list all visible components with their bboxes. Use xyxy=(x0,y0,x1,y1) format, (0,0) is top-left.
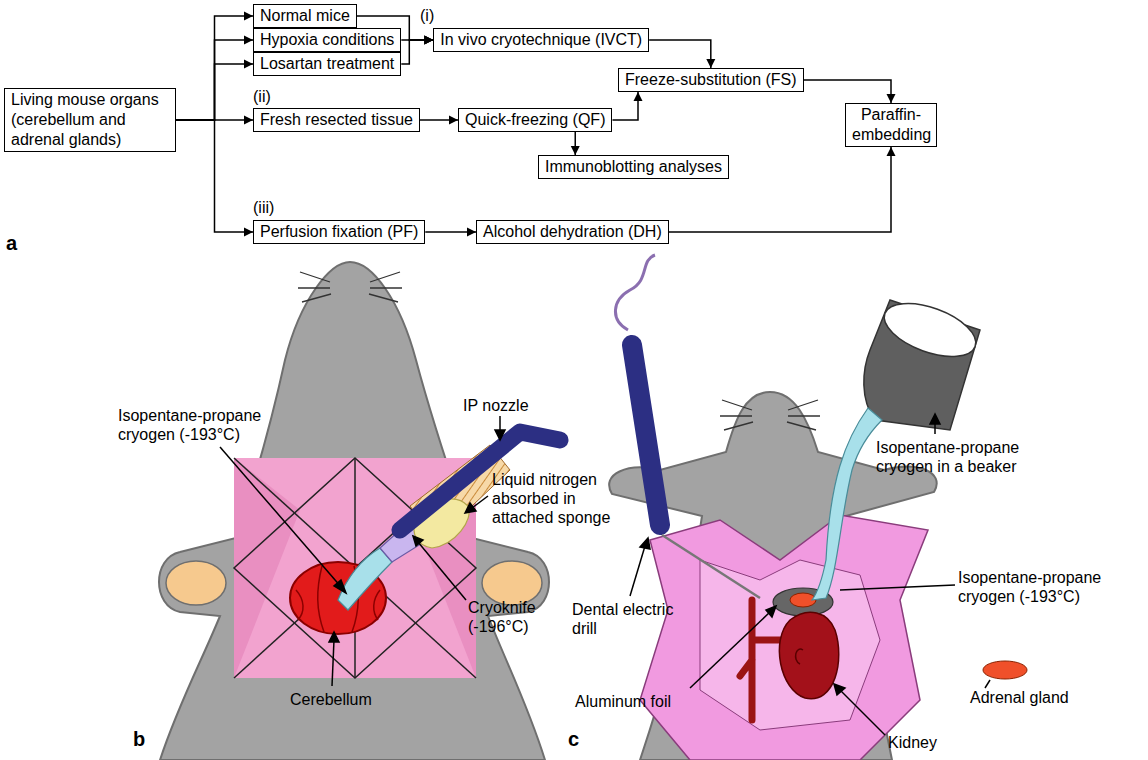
flow-arrow xyxy=(804,80,891,103)
callout-label: Liquid nitrogen absorbed in attached spo… xyxy=(492,470,627,527)
box-text: Perfusion fixation (PF) xyxy=(260,222,418,242)
process-box: Alcohol dehydration (DH) xyxy=(476,220,669,244)
flow-arrow xyxy=(401,40,433,64)
callout-label: Isopentane-propane cryogen in a beaker xyxy=(876,438,1051,476)
leader-lines-b xyxy=(220,416,505,686)
flow-arrow xyxy=(176,40,253,120)
callout-label: Isopentane-propane cryogen (-193°C) xyxy=(958,568,1128,606)
arrowhead xyxy=(571,146,580,155)
callout-label: Adrenal gland xyxy=(970,688,1069,707)
source-box: Living mouse organs (cerebellum and adre… xyxy=(4,88,176,152)
arrowhead xyxy=(706,59,715,68)
panel-letter: a xyxy=(6,234,17,253)
arrowhead xyxy=(244,228,253,237)
callout-label: Cryoknife (-196°C) xyxy=(468,598,563,636)
flow-arrow xyxy=(176,16,253,120)
branch-number: (ii) xyxy=(253,87,271,106)
flow-arrow xyxy=(176,120,253,232)
box-text: Normal mice xyxy=(260,6,350,26)
callout-label: Aluminum foil xyxy=(575,692,671,711)
box-text: Fresh resected tissue xyxy=(260,110,413,130)
flow-arrow xyxy=(649,40,711,68)
process-box: Freeze-substitution (FS) xyxy=(618,68,804,92)
arrowhead xyxy=(244,36,253,45)
box-text: Losartan treatment xyxy=(260,54,394,74)
condition-box: Hypoxia conditions xyxy=(253,28,401,52)
panel-letter: c xyxy=(568,730,579,749)
arrowhead xyxy=(424,36,433,45)
box-text: Freeze-substitution (FS) xyxy=(625,70,797,90)
box-text: Quick-freezing (QF) xyxy=(465,110,605,130)
box-text: Hypoxia conditions xyxy=(260,30,394,50)
callout-label: Dental electric drill xyxy=(572,600,697,638)
process-box: Fresh resected tissue xyxy=(253,108,420,132)
arrowhead xyxy=(244,116,253,125)
branch-number: (iii) xyxy=(253,198,274,217)
flow-arrow xyxy=(612,92,638,120)
process-box: Perfusion fixation (PF) xyxy=(253,220,425,244)
arrowhead xyxy=(634,92,643,101)
box-text: Alcohol dehydration (DH) xyxy=(483,222,662,242)
box-text: Paraffin-embedding xyxy=(852,105,930,145)
condition-box: Losartan treatment xyxy=(253,52,401,76)
arrowhead xyxy=(449,116,458,125)
process-box: Immunoblotting analyses xyxy=(538,155,729,179)
arrowhead xyxy=(887,94,896,103)
arrowhead xyxy=(244,60,253,69)
process-box: Paraffin-embedding xyxy=(845,103,937,147)
flow-arrow xyxy=(176,64,253,120)
callout-label: Cerebellum xyxy=(290,690,372,709)
arrowhead xyxy=(244,12,253,21)
process-box: In vivo cryotechnique (IVCT) xyxy=(433,28,649,52)
arrowhead xyxy=(887,147,896,156)
box-text: Living mouse organs (cerebellum and adre… xyxy=(11,90,169,150)
callout-label: IP nozzle xyxy=(463,396,553,415)
mouse-c xyxy=(609,255,1027,760)
arrowhead xyxy=(424,36,433,45)
box-text: Immunoblotting analyses xyxy=(545,157,722,177)
callout-label: Kidney xyxy=(888,733,937,752)
callout-label: Isopentane-propane cryogen (-193°C) xyxy=(118,406,288,444)
branch-number: (i) xyxy=(420,6,434,25)
arrowhead xyxy=(424,36,433,45)
box-text: In vivo cryotechnique (IVCT) xyxy=(440,30,642,50)
arrowhead xyxy=(467,228,476,237)
process-box: Quick-freezing (QF) xyxy=(458,108,612,132)
panel-letter: b xyxy=(133,730,145,749)
condition-box: Normal mice xyxy=(253,4,357,28)
